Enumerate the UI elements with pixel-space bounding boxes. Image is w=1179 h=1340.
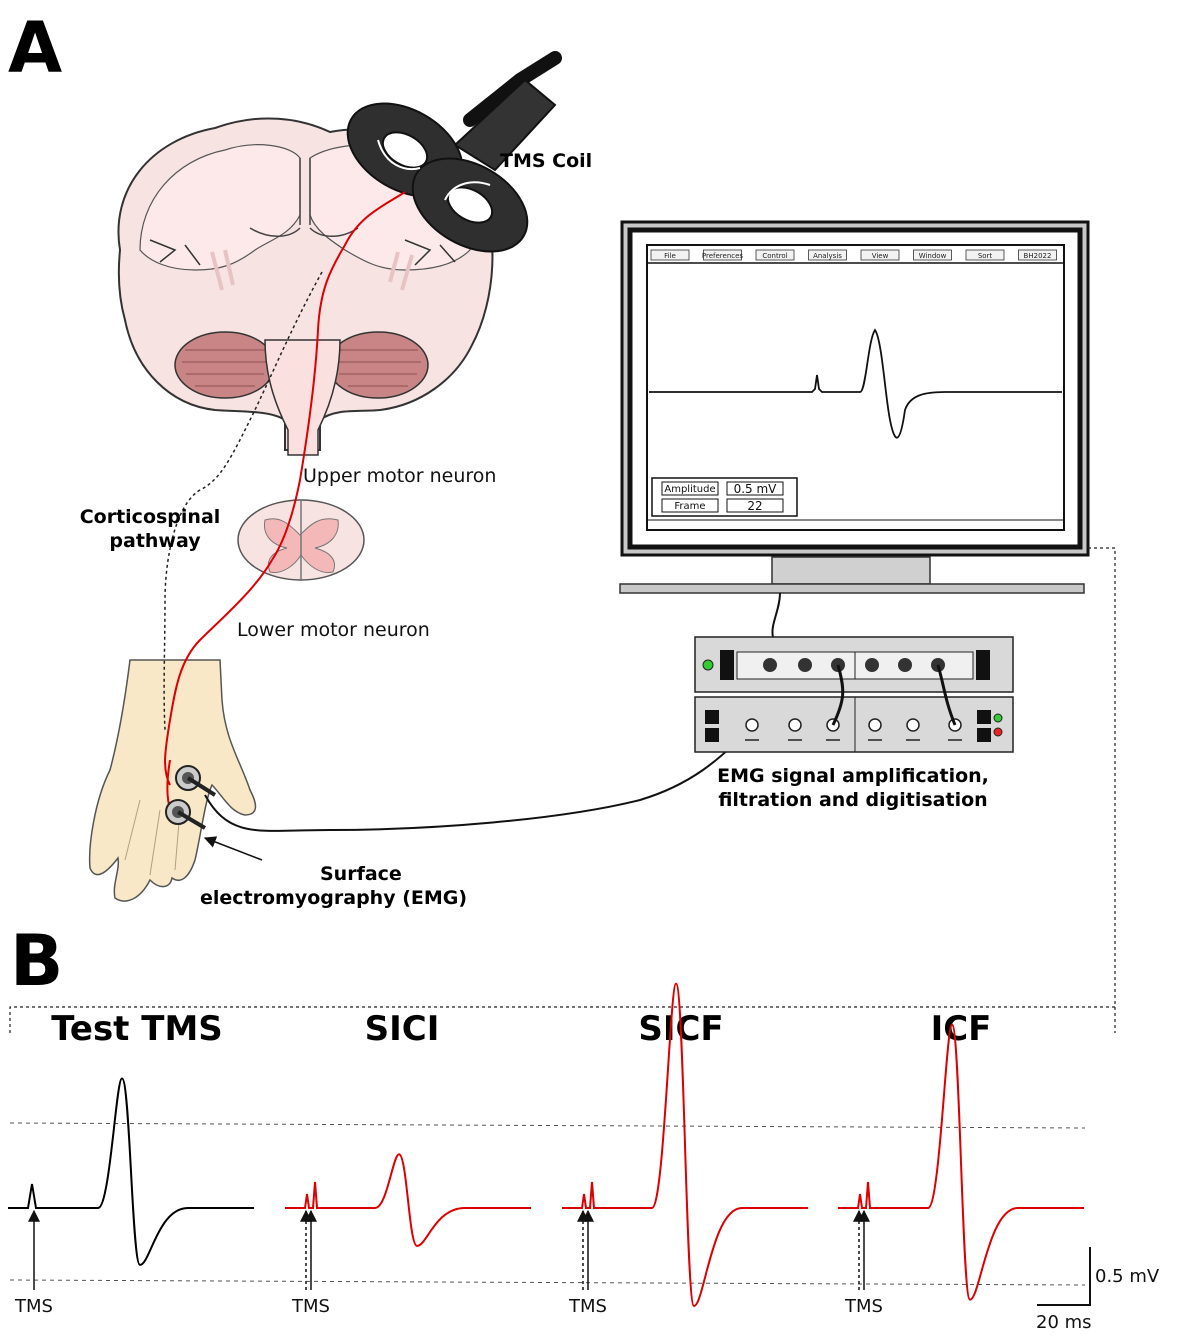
amplitude-label: Amplitude xyxy=(664,484,715,495)
emg-label-line1: Surface xyxy=(320,863,402,885)
condition-title: Test TMS xyxy=(51,1009,223,1049)
emg-cable xyxy=(205,726,752,831)
tms-coil-label: TMS Coil xyxy=(500,150,592,172)
scale-bar xyxy=(1037,1247,1090,1305)
frame-value: 22 xyxy=(747,499,762,513)
scale-mv-label: 0.5 mV xyxy=(1095,1266,1160,1287)
monitor xyxy=(620,222,1088,593)
panel-a-letter: A xyxy=(8,7,62,89)
tms-label: TMS xyxy=(14,1296,53,1317)
corticospinal-label-line1: Corticospinal xyxy=(80,506,221,528)
menu-item-label: File xyxy=(664,252,676,260)
tms-label: TMS xyxy=(844,1296,883,1317)
menu-item-label: BH2022 xyxy=(1024,252,1052,260)
emg-arrow xyxy=(205,838,262,860)
spinal-cord-illustration xyxy=(238,500,364,580)
menu-item-label: Window xyxy=(919,252,947,260)
upper-motor-neuron-label: Upper motor neuron xyxy=(303,465,496,487)
frame-label: Frame xyxy=(674,501,705,512)
menu-item-label: View xyxy=(872,252,889,260)
panel-b-letter: B xyxy=(10,920,63,1002)
reference-line-lower xyxy=(10,1280,1085,1285)
reference-line-upper xyxy=(10,1123,1085,1128)
mep-trace-line xyxy=(8,1078,254,1264)
menu-item-label: Sort xyxy=(978,252,993,260)
menu-item-label: Analysis xyxy=(813,252,842,260)
emg-label-line2: electromyography (EMG) xyxy=(200,887,467,909)
amplitude-value: 0.5 mV xyxy=(734,482,778,496)
monitor-readout: Amplitude 0.5 mV Frame 22 xyxy=(652,478,797,516)
amp-label-line2: filtration and digitisation xyxy=(718,789,987,811)
amplifier-unit xyxy=(695,637,1013,752)
hand-illustration xyxy=(90,660,256,901)
menu-item-label: Preferences xyxy=(702,252,744,260)
tms-label: TMS xyxy=(291,1296,330,1317)
lower-motor-neuron-label: Lower motor neuron xyxy=(237,619,430,641)
amp-label-line1: EMG signal amplification, xyxy=(717,765,989,787)
scale-ms-label: 20 ms xyxy=(1036,1312,1092,1333)
tms-label: TMS xyxy=(568,1296,607,1317)
corticospinal-label-line2: pathway xyxy=(109,530,201,552)
condition-title: SICI xyxy=(365,1009,440,1049)
menu-item-label: Control xyxy=(762,252,787,260)
mep-trace-line xyxy=(285,1154,531,1246)
mep-trace-line xyxy=(838,1025,1084,1300)
monitor-amp-cable xyxy=(772,593,780,637)
condition-title: ICF xyxy=(931,1009,992,1049)
